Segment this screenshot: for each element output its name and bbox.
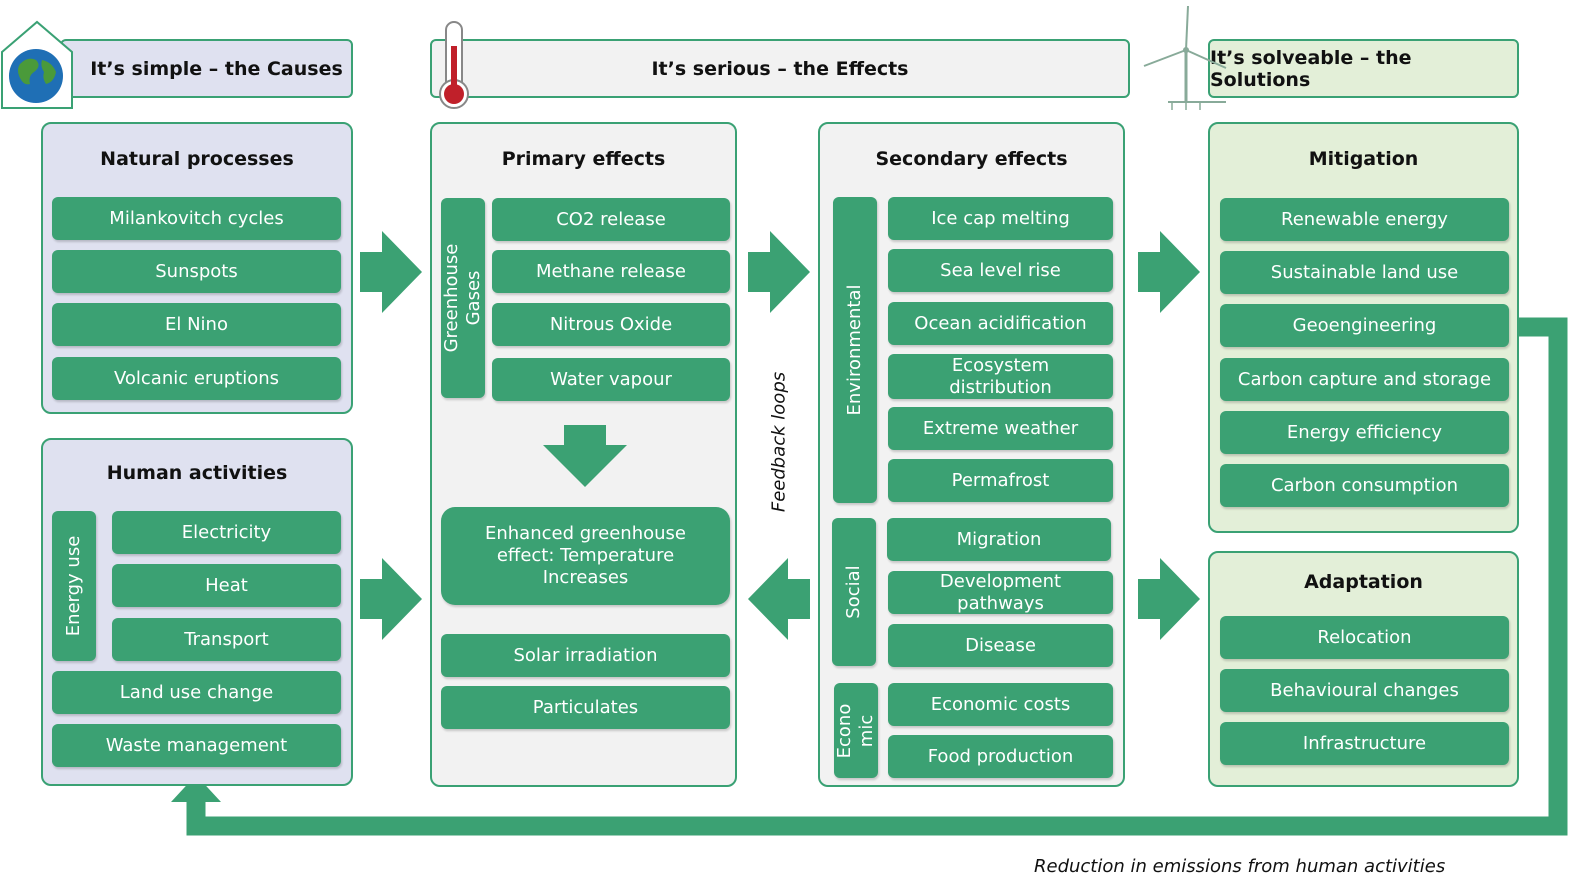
environmental-item: Extreme weather bbox=[888, 407, 1113, 450]
natural-item: El Nino bbox=[52, 303, 341, 346]
right-arrow-primary bbox=[748, 231, 810, 313]
right-arrow-mitigation bbox=[1138, 231, 1200, 313]
environmental-item: Ecosystem distribution bbox=[888, 354, 1113, 399]
right-arrow-adaptation bbox=[1138, 558, 1200, 640]
mitigation-item: Carbon consumption bbox=[1220, 464, 1509, 507]
economic-label: Econo mic bbox=[834, 703, 877, 758]
environmental-item: Sea level rise bbox=[888, 249, 1113, 292]
ghg-item: Nitrous Oxide bbox=[492, 303, 730, 346]
adaptation-item: Behavioural changes bbox=[1220, 669, 1509, 712]
energy-use-group: Energy use bbox=[52, 511, 96, 661]
header-effects: It’s serious – the Effects bbox=[430, 39, 1130, 98]
environmental-item: Permafrost bbox=[888, 459, 1113, 502]
energy-item: Heat bbox=[112, 564, 341, 607]
social-label: Social bbox=[843, 565, 864, 619]
header-solutions: It’s solveable – the Solutions bbox=[1208, 39, 1519, 98]
right-arrow-human bbox=[360, 558, 422, 640]
ghg-item: Water vapour bbox=[492, 358, 730, 401]
environmental-label: Environmental bbox=[844, 284, 865, 416]
greenhouse-gases-group: Greenhouse Gases bbox=[441, 198, 485, 398]
header-effects-label: It’s serious – the Effects bbox=[651, 57, 909, 80]
social-item: Migration bbox=[887, 518, 1111, 561]
social-item: Development pathways bbox=[888, 571, 1113, 614]
primary-item: Solar irradiation bbox=[441, 634, 730, 677]
header-solutions-label: It’s solveable – the Solutions bbox=[1210, 46, 1412, 91]
house-globe-icon bbox=[0, 20, 74, 110]
mitigation-title: Mitigation bbox=[1308, 148, 1419, 170]
natural-item: Milankovitch cycles bbox=[52, 197, 341, 240]
energy-item: Electricity bbox=[112, 511, 341, 554]
economic-group: Econo mic bbox=[834, 683, 878, 778]
secondary-effects-title: Secondary effects bbox=[875, 148, 1068, 170]
thermometer-icon bbox=[436, 20, 472, 112]
greenhouse-gases-label: Greenhouse Gases bbox=[441, 243, 484, 353]
primary-item: Particulates bbox=[441, 686, 730, 729]
mitigation-item: Carbon capture and storage bbox=[1220, 358, 1509, 401]
footer-caption: Reduction in emissions from human activi… bbox=[1034, 856, 1446, 877]
energy-item: Transport bbox=[112, 618, 341, 661]
adaptation-item: Relocation bbox=[1220, 616, 1509, 659]
energy-use-label: Energy use bbox=[63, 535, 84, 637]
adaptation-item: Infrastructure bbox=[1220, 722, 1509, 765]
adaptation-title: Adaptation bbox=[1304, 571, 1423, 593]
economic-item: Food production bbox=[888, 735, 1113, 778]
human-activities-title: Human activities bbox=[106, 462, 288, 484]
economic-item: Economic costs bbox=[888, 683, 1113, 726]
environmental-group: Environmental bbox=[833, 197, 877, 503]
mitigation-item: Sustainable land use bbox=[1220, 251, 1509, 294]
human-item: Land use change bbox=[52, 671, 341, 714]
header-causes-label: It’s simple – the Causes bbox=[90, 57, 343, 80]
right-arrow-natural bbox=[360, 231, 422, 313]
wind-turbine-icon bbox=[1140, 2, 1235, 112]
mitigation-item: Energy efficiency bbox=[1220, 411, 1509, 454]
environmental-item: Ocean acidification bbox=[888, 302, 1113, 345]
left-arrow-feedback bbox=[748, 558, 810, 640]
mitigation-item: Geoengineering bbox=[1220, 304, 1509, 347]
feedback-loops-label: Feedback loops bbox=[768, 371, 790, 513]
social-group: Social bbox=[832, 518, 876, 666]
natural-item: Volcanic eruptions bbox=[52, 357, 341, 400]
human-item: Waste management bbox=[52, 724, 341, 767]
ghg-item: Methane release bbox=[492, 250, 730, 293]
natural-item: Sunspots bbox=[52, 250, 341, 293]
ghg-item: CO2 release bbox=[492, 198, 730, 241]
down-arrow bbox=[543, 425, 627, 487]
environmental-item: Ice cap melting bbox=[888, 197, 1113, 240]
primary-effects-title: Primary effects bbox=[501, 148, 666, 170]
natural-processes-title: Natural processes bbox=[100, 148, 294, 170]
social-item: Disease bbox=[888, 624, 1113, 667]
mitigation-item: Renewable energy bbox=[1220, 198, 1509, 241]
enhanced-greenhouse-box: Enhanced greenhouse effect: Temperature … bbox=[441, 507, 730, 605]
header-causes: It’s simple – the Causes bbox=[60, 39, 353, 98]
